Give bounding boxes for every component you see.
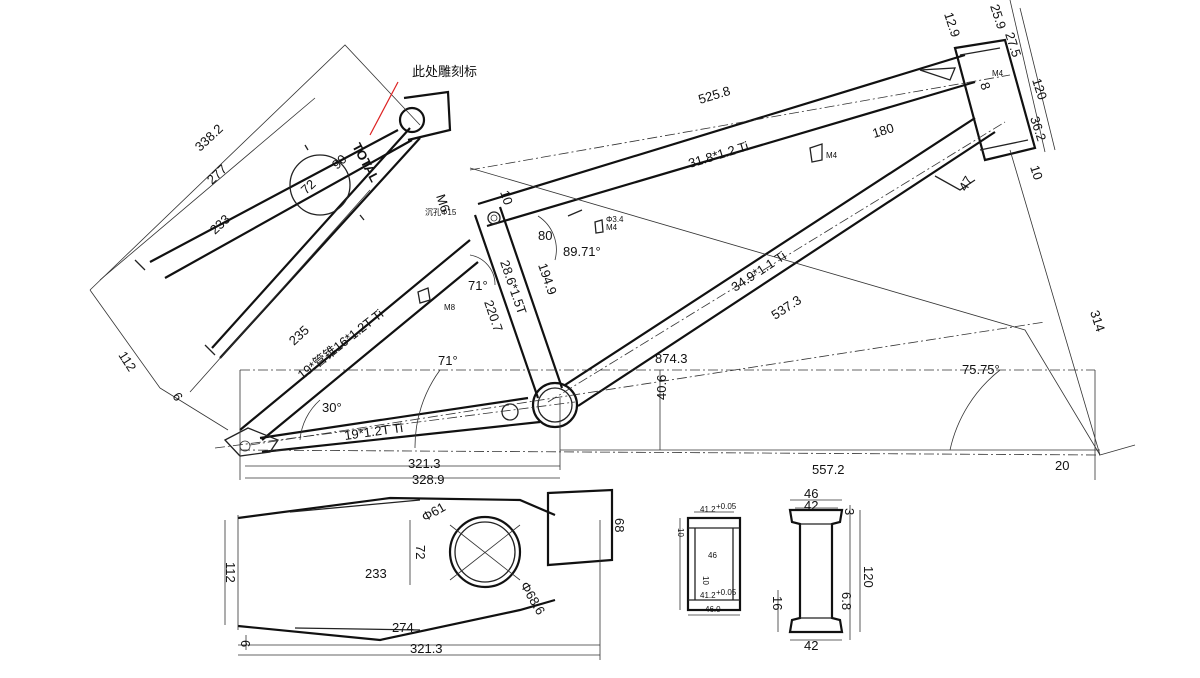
dim-6: 6 xyxy=(169,389,186,403)
dim-25-9: 25.9 xyxy=(987,2,1009,31)
detail-width: 46.0 xyxy=(705,605,721,614)
seat-stay-spec: 19*管锥16*1.2T Ti xyxy=(295,306,387,382)
label-tapped-hole: 沉孔Φ15 xyxy=(425,208,457,217)
dim-36-2: 36.2 xyxy=(1027,114,1049,143)
ht-dim-42-top: 42 xyxy=(804,498,818,513)
bottom-dim-233: 233 xyxy=(365,566,387,581)
dim-30deg: 30° xyxy=(322,400,342,415)
dim-71deg-a: 71° xyxy=(438,353,458,368)
dim-20: 20 xyxy=(1055,458,1069,473)
engraving-note: 此处雕刻标 xyxy=(412,65,477,80)
dim-220-7: 220.7 xyxy=(481,298,506,334)
dim-M6: M6 xyxy=(433,192,453,214)
label-hole: Φ3.4 xyxy=(606,215,624,224)
dim-89-71deg: 89.71° xyxy=(563,244,601,259)
down-tube xyxy=(564,117,996,407)
dim-321-3: 321.3 xyxy=(408,456,441,471)
top-tube-spec: 31.8*1.2 Ti xyxy=(686,138,750,171)
bb-shell-top-view xyxy=(448,515,522,589)
label-m4-a: M4 xyxy=(992,69,1004,78)
chain-stay xyxy=(259,396,541,454)
dim-10-b: 10 xyxy=(1027,163,1046,181)
bottom-dim-274: 274 xyxy=(392,620,414,635)
ht-dim-46: 46 xyxy=(804,486,818,501)
dim-120: 120 xyxy=(1029,76,1050,101)
ht-dim-16: 16 xyxy=(770,596,785,610)
rear-dropout xyxy=(223,427,279,457)
detail-top: 41.2 xyxy=(700,505,716,514)
top-tube xyxy=(477,53,976,228)
dim-557-2: 557.2 xyxy=(812,462,845,477)
dim-235: 235 xyxy=(286,322,312,348)
seat-tube xyxy=(473,206,564,399)
label-m4-b: M4 xyxy=(826,151,838,160)
dim-314: 314 xyxy=(1087,308,1108,333)
dim-27-5: 27.5 xyxy=(1002,30,1024,59)
dim-8: 8 xyxy=(977,80,994,92)
seat-tube-spec: 28.6*1.5T xyxy=(497,258,530,316)
dim-47: 47 xyxy=(956,173,976,193)
rear-end-rotated-view xyxy=(89,44,452,431)
bottom-dim-68-6: Φ68.6 xyxy=(517,579,548,617)
seat-stay xyxy=(239,239,479,441)
labels: 此处雕刻标 TOTAL 31.8*1.2 Ti 34.9*1.1 Ti 28.6… xyxy=(115,2,1108,656)
bottom-dim-72: 72 xyxy=(413,545,428,559)
detail-bottom-tol: +0.05 xyxy=(716,588,737,597)
detail-left-a: 10 xyxy=(676,528,685,537)
ht-dim-42-bottom: 42 xyxy=(804,638,818,653)
dim-328-9: 328.9 xyxy=(412,472,445,487)
bottom-dim-6: 6 xyxy=(238,640,253,647)
dim-80: 80 xyxy=(538,228,552,243)
brand-mark: TOTAL xyxy=(349,140,382,184)
frame-bottom-view xyxy=(224,488,614,660)
dim-71deg-b: 71° xyxy=(468,278,488,293)
bottom-dim-112: 112 xyxy=(223,562,238,583)
bottom-dim-321-3: 321.3 xyxy=(410,641,443,656)
dim-277: 277 xyxy=(204,161,230,187)
head-tube xyxy=(953,38,1037,162)
label-m8: M8 xyxy=(444,303,456,312)
label-m4-c: M4 xyxy=(606,223,618,232)
dim-112: 112 xyxy=(115,348,139,374)
frame-side-view xyxy=(214,0,1136,480)
bb-shell-detail xyxy=(679,511,742,616)
bottom-dim-68: 68 xyxy=(612,518,627,532)
rotated-seat-clamp xyxy=(398,106,426,134)
dim-874-3: 874.3 xyxy=(655,351,688,366)
engraving-leader xyxy=(369,81,399,136)
dim-10-a: 10 xyxy=(497,188,516,206)
seat-clamp xyxy=(487,211,501,225)
detail-bottom: 41.2 xyxy=(700,591,716,600)
ht-dim-3: 3 xyxy=(842,508,857,515)
head-tube-detail xyxy=(777,499,861,641)
dim-338-2: 338.2 xyxy=(192,121,226,154)
bottom-dim-61: Φ61 xyxy=(419,499,448,524)
dim-12-9: 12.9 xyxy=(941,10,963,39)
detail-mid: 46 xyxy=(708,551,717,560)
bottom-bracket xyxy=(531,381,579,429)
dim-40-6: 40.6 xyxy=(654,375,669,400)
dim-233: 233 xyxy=(207,211,233,237)
ht-dim-6-8: 6.8 xyxy=(839,592,854,610)
dim-194-9: 194.9 xyxy=(535,261,560,297)
detail-top-tol: +0.05 xyxy=(716,502,737,511)
dim-180: 180 xyxy=(870,120,895,141)
dim-537-3: 537.3 xyxy=(768,292,803,322)
ht-dim-120: 120 xyxy=(861,566,876,588)
dim-525-8: 525.8 xyxy=(696,83,732,107)
dim-90: 90 xyxy=(329,151,350,172)
detail-left-b: 10 xyxy=(701,576,710,585)
dim-75-75deg: 75.75° xyxy=(962,362,1000,377)
